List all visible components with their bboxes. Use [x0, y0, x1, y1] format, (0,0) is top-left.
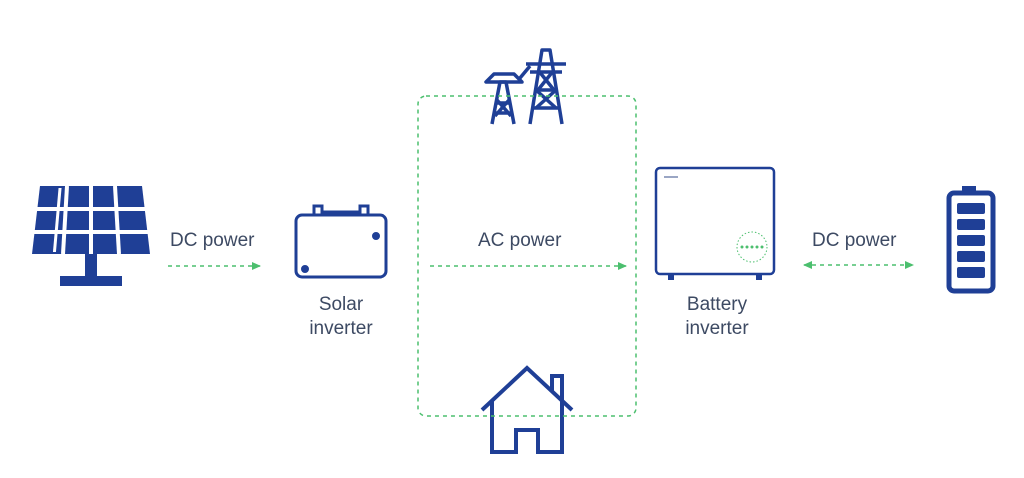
battery-inverter-label-line2: inverter: [685, 318, 749, 339]
solar-inverter-label-line1: Solar: [318, 294, 364, 315]
dc-power-left-label: DC power: [170, 230, 255, 251]
house-icon: [480, 365, 574, 454]
solar-inverter-label-line2: inverter: [309, 318, 373, 339]
power-pylon-icon: [484, 48, 566, 125]
ac-power-label: AC power: [478, 230, 562, 251]
ac-loop-connector: [417, 95, 637, 417]
battery-icon: [946, 186, 996, 294]
solar-inverter-label: Solar inverter: [271, 293, 411, 341]
battery-inverter-label-line1: Battery: [686, 294, 748, 315]
solar-inverter-icon: [294, 204, 388, 279]
battery-inverter-icon: [654, 166, 776, 280]
battery-inverter-label: Battery inverter: [647, 293, 787, 341]
solar-panel-icon: [30, 185, 150, 286]
dc-power-right-label: DC power: [812, 230, 897, 251]
